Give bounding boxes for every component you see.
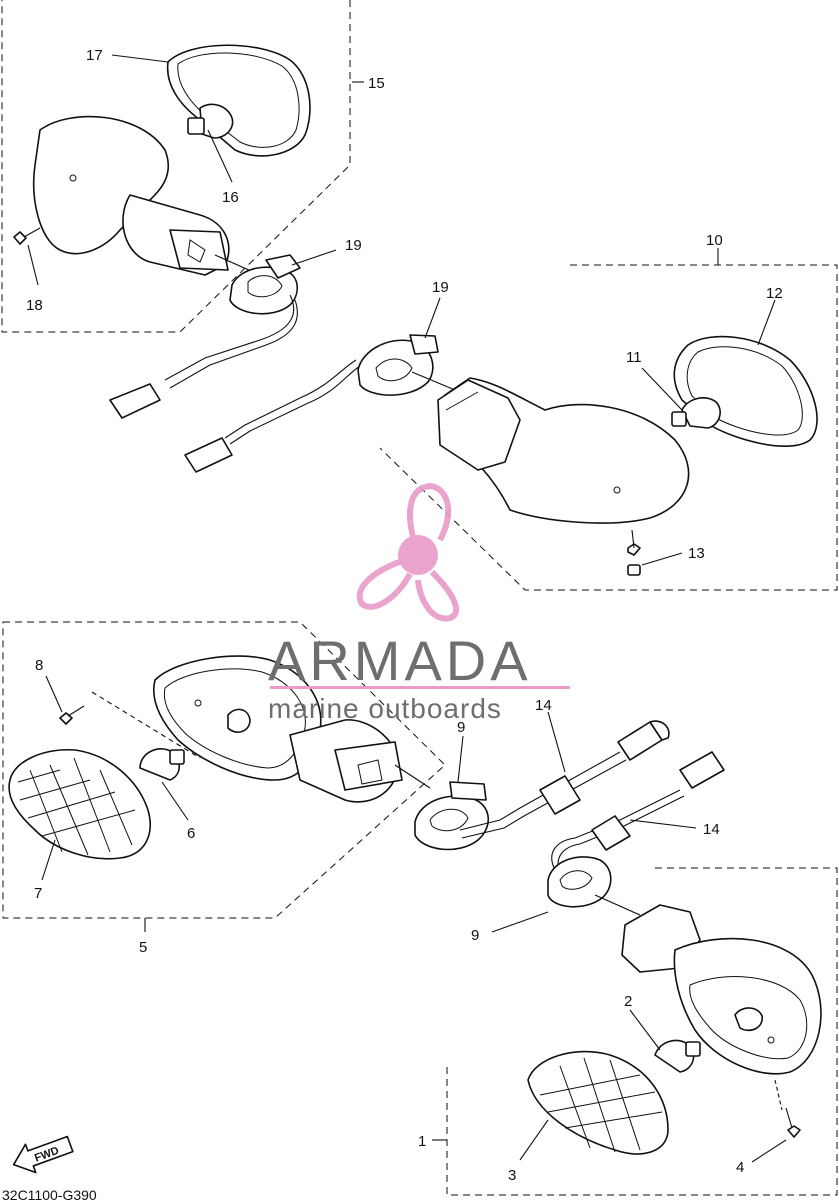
callout-4: 4 [736, 1159, 744, 1176]
watermark-brand: ARMADA [268, 629, 532, 692]
watermark-rule [270, 686, 570, 689]
callout-19a: 19 [345, 237, 362, 254]
turn-signal-rear-left [13, 44, 311, 276]
wire-harness-lower [459, 720, 725, 875]
turn-signal-rear-right [437, 335, 818, 576]
grommet-9-right [547, 856, 641, 916]
callout-8: 8 [35, 657, 43, 674]
grommet-19-left [229, 254, 301, 315]
callout-15: 15 [368, 75, 385, 92]
turn-signal-front-right [527, 904, 822, 1155]
callout-12: 12 [766, 285, 783, 302]
diagram-code: 32C1100-G390 [2, 1187, 97, 1203]
group-10-boundary [379, 264, 838, 591]
callout-3: 3 [508, 1167, 516, 1184]
callout-2: 2 [624, 993, 632, 1010]
group-1-boundary [446, 867, 838, 1196]
propeller-logo-icon [356, 482, 459, 622]
grommet-19-right [357, 334, 456, 396]
callout-13: 13 [688, 545, 705, 562]
callout-numbers: 1 2 3 4 5 6 7 8 9 9 10 11 12 13 14 14 15… [26, 47, 783, 1184]
group-5-boundary [2, 621, 446, 919]
callout-6: 6 [187, 825, 195, 842]
callout-9b: 9 [471, 927, 479, 944]
callout-9a: 9 [457, 719, 465, 736]
callout-7: 7 [34, 885, 42, 902]
armada-watermark: ARMADA marine outboards [268, 482, 570, 724]
leader-lines [27, 54, 787, 1163]
callout-5: 5 [139, 939, 147, 956]
callout-18: 18 [26, 297, 43, 314]
callout-1: 1 [418, 1133, 426, 1150]
callout-19b: 19 [432, 279, 449, 296]
wire-harness-upper [109, 294, 361, 473]
group-15-boundary [1, 0, 351, 333]
callout-16: 16 [222, 189, 239, 206]
callout-17: 17 [86, 47, 103, 64]
callout-14b: 14 [703, 821, 720, 838]
grommet-9-left [414, 781, 490, 851]
fwd-arrow-icon: FWD [12, 1135, 74, 1174]
callout-10: 10 [706, 232, 723, 249]
callout-11: 11 [626, 349, 642, 366]
callout-14a: 14 [535, 697, 552, 714]
watermark-tagline: marine outboards [268, 693, 502, 724]
